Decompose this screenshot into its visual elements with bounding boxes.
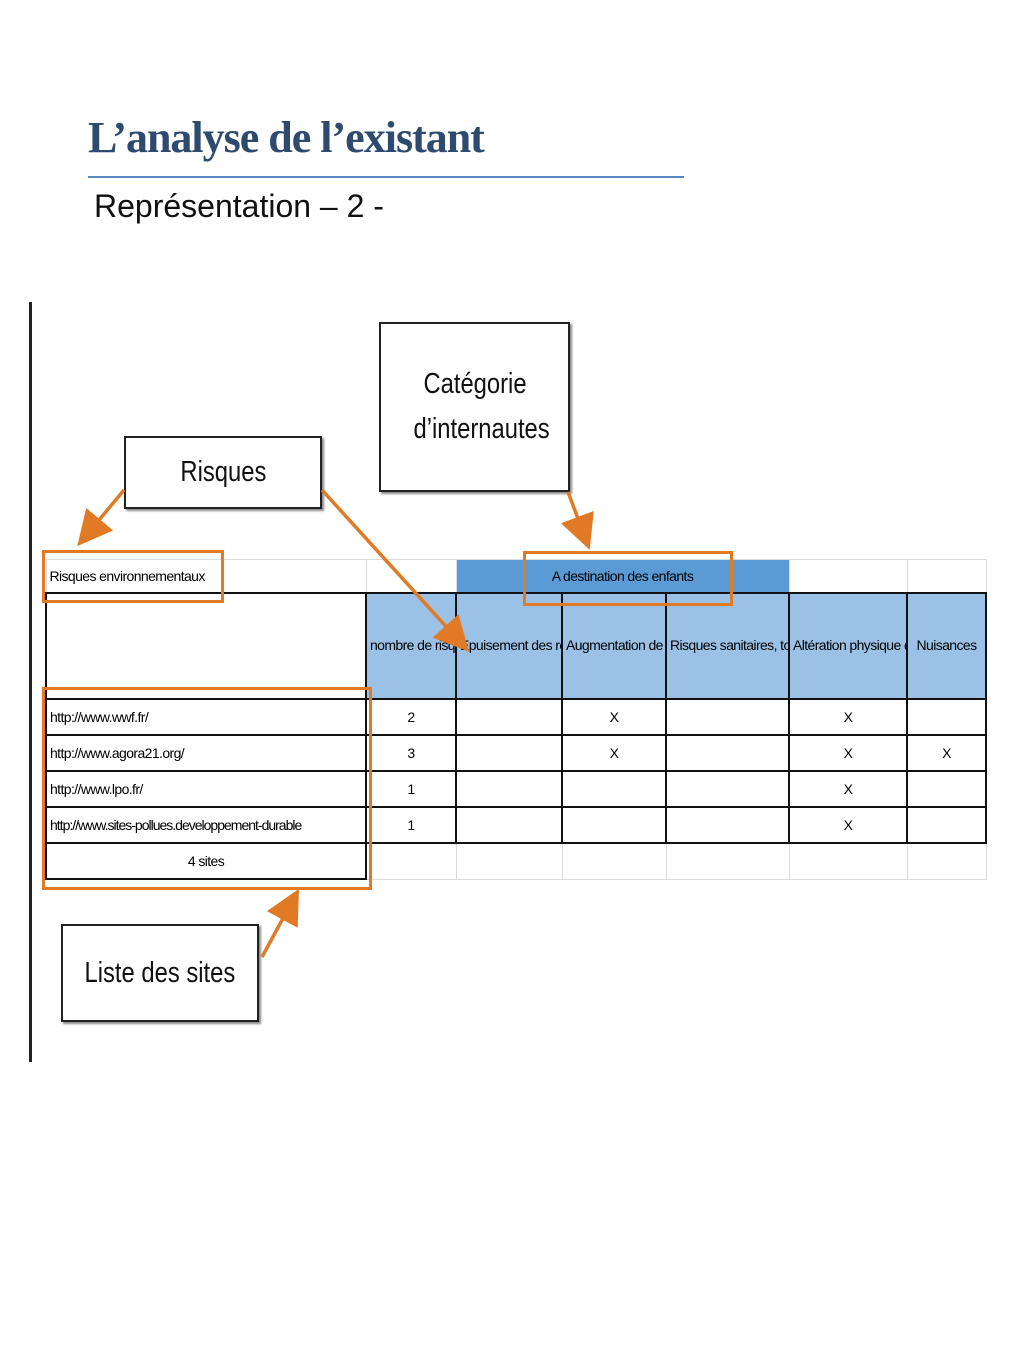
risk-total-cell: 3: [365, 734, 457, 772]
risk-mark-cell: X: [561, 698, 667, 736]
table-empty-cell: [788, 559, 908, 594]
risk-total-cell: 2: [365, 698, 457, 736]
column-header: Altération physique des écosystèmes: [788, 592, 908, 700]
site-url-cell: http://www.sites-pollues.developpement-d…: [45, 806, 367, 844]
table-category-row: Risques environnementaux A destination d…: [45, 559, 987, 594]
column-header: Augmentation de l'effet de serre: [561, 592, 667, 700]
highlight-site-list: [42, 687, 372, 890]
table-empty-cell: [455, 842, 563, 880]
table-empty-cell: [665, 842, 790, 880]
table-empty-cell: [906, 842, 987, 880]
arrow-risques-left: [77, 488, 126, 547]
site-url-cell: http://www.lpo.fr/: [45, 770, 367, 808]
table-row: http://www.lpo.fr/ 1 X: [45, 770, 987, 808]
risk-mark-cell: X: [788, 698, 908, 736]
callout-risques-label: Risques: [180, 456, 266, 489]
sites-count: 4 sites: [45, 842, 367, 880]
callout-liste-label: Liste des sites: [84, 956, 236, 989]
risk-mark-cell: [561, 770, 667, 808]
table-row: http://www.sites-pollues.developpement-d…: [45, 806, 987, 844]
risk-mark-cell: [455, 698, 563, 736]
column-header: Nuisances: [906, 592, 987, 700]
arrow-liste-sites: [260, 888, 300, 958]
risk-mark-cell: [665, 806, 790, 844]
site-url-cell: http://www.wwf.fr/: [45, 698, 367, 736]
risk-mark-cell: [665, 770, 790, 808]
risk-mark-cell: [665, 734, 790, 772]
risk-mark-cell: [906, 698, 987, 736]
table-empty-cell: [788, 842, 908, 880]
table-empty-cell: [365, 842, 457, 880]
table-header-blank: [45, 592, 367, 700]
column-header: Risques sanitaires, toxiques et écotoxiq…: [665, 592, 790, 700]
left-vertical-rule: [29, 302, 32, 1062]
risks-table: Risques environnementaux A destination d…: [45, 559, 987, 880]
risk-mark-cell: X: [788, 806, 908, 844]
table-top-left-label: Risques environnementaux: [45, 559, 367, 594]
highlight-risques-environnementaux: [42, 550, 224, 603]
table-empty-cell: [561, 842, 667, 880]
risk-mark-cell: [665, 698, 790, 736]
callout-categorie-label: Catégorie d’internautes: [413, 368, 550, 445]
risk-mark-cell: X: [906, 734, 987, 772]
risk-mark-cell: X: [788, 770, 908, 808]
table-empty-cell: [365, 559, 457, 594]
callout-risques: Risques: [124, 436, 322, 509]
column-header: nombre de risques total couvert: [365, 592, 457, 700]
risk-mark-cell: [906, 806, 987, 844]
category-header: A destination des enfants: [455, 559, 790, 594]
table-row: http://www.agora21.org/ 3 X X X: [45, 734, 987, 772]
risk-mark-cell: X: [788, 734, 908, 772]
slide-subtitle: Représentation – 2 -: [94, 188, 384, 224]
site-url-cell: http://www.agora21.org/: [45, 734, 367, 772]
column-header: Epuisement des réserves naturelles: [455, 592, 563, 700]
highlight-category-header: [523, 551, 733, 606]
risk-mark-cell: [906, 770, 987, 808]
risk-mark-cell: X: [561, 734, 667, 772]
table-header-row: nombre de risques total couvert Epuiseme…: [45, 592, 987, 700]
callout-liste-sites: Liste des sites: [61, 924, 259, 1022]
title-underline: [88, 176, 684, 178]
callout-categorie: Catégorie d’internautes: [379, 322, 570, 492]
table-row: http://www.wwf.fr/ 2 X X: [45, 698, 987, 736]
risk-mark-cell: [455, 770, 563, 808]
arrow-categorie: [561, 491, 594, 550]
risk-total-cell: 1: [365, 770, 457, 808]
risk-mark-cell: [561, 806, 667, 844]
slide-title: L’analyse de l’existant: [88, 113, 485, 162]
table-empty-cell: [906, 559, 987, 594]
risk-mark-cell: [455, 734, 563, 772]
risk-mark-cell: [455, 806, 563, 844]
table-footer-row: 4 sites: [45, 842, 987, 880]
risk-total-cell: 1: [365, 806, 457, 844]
